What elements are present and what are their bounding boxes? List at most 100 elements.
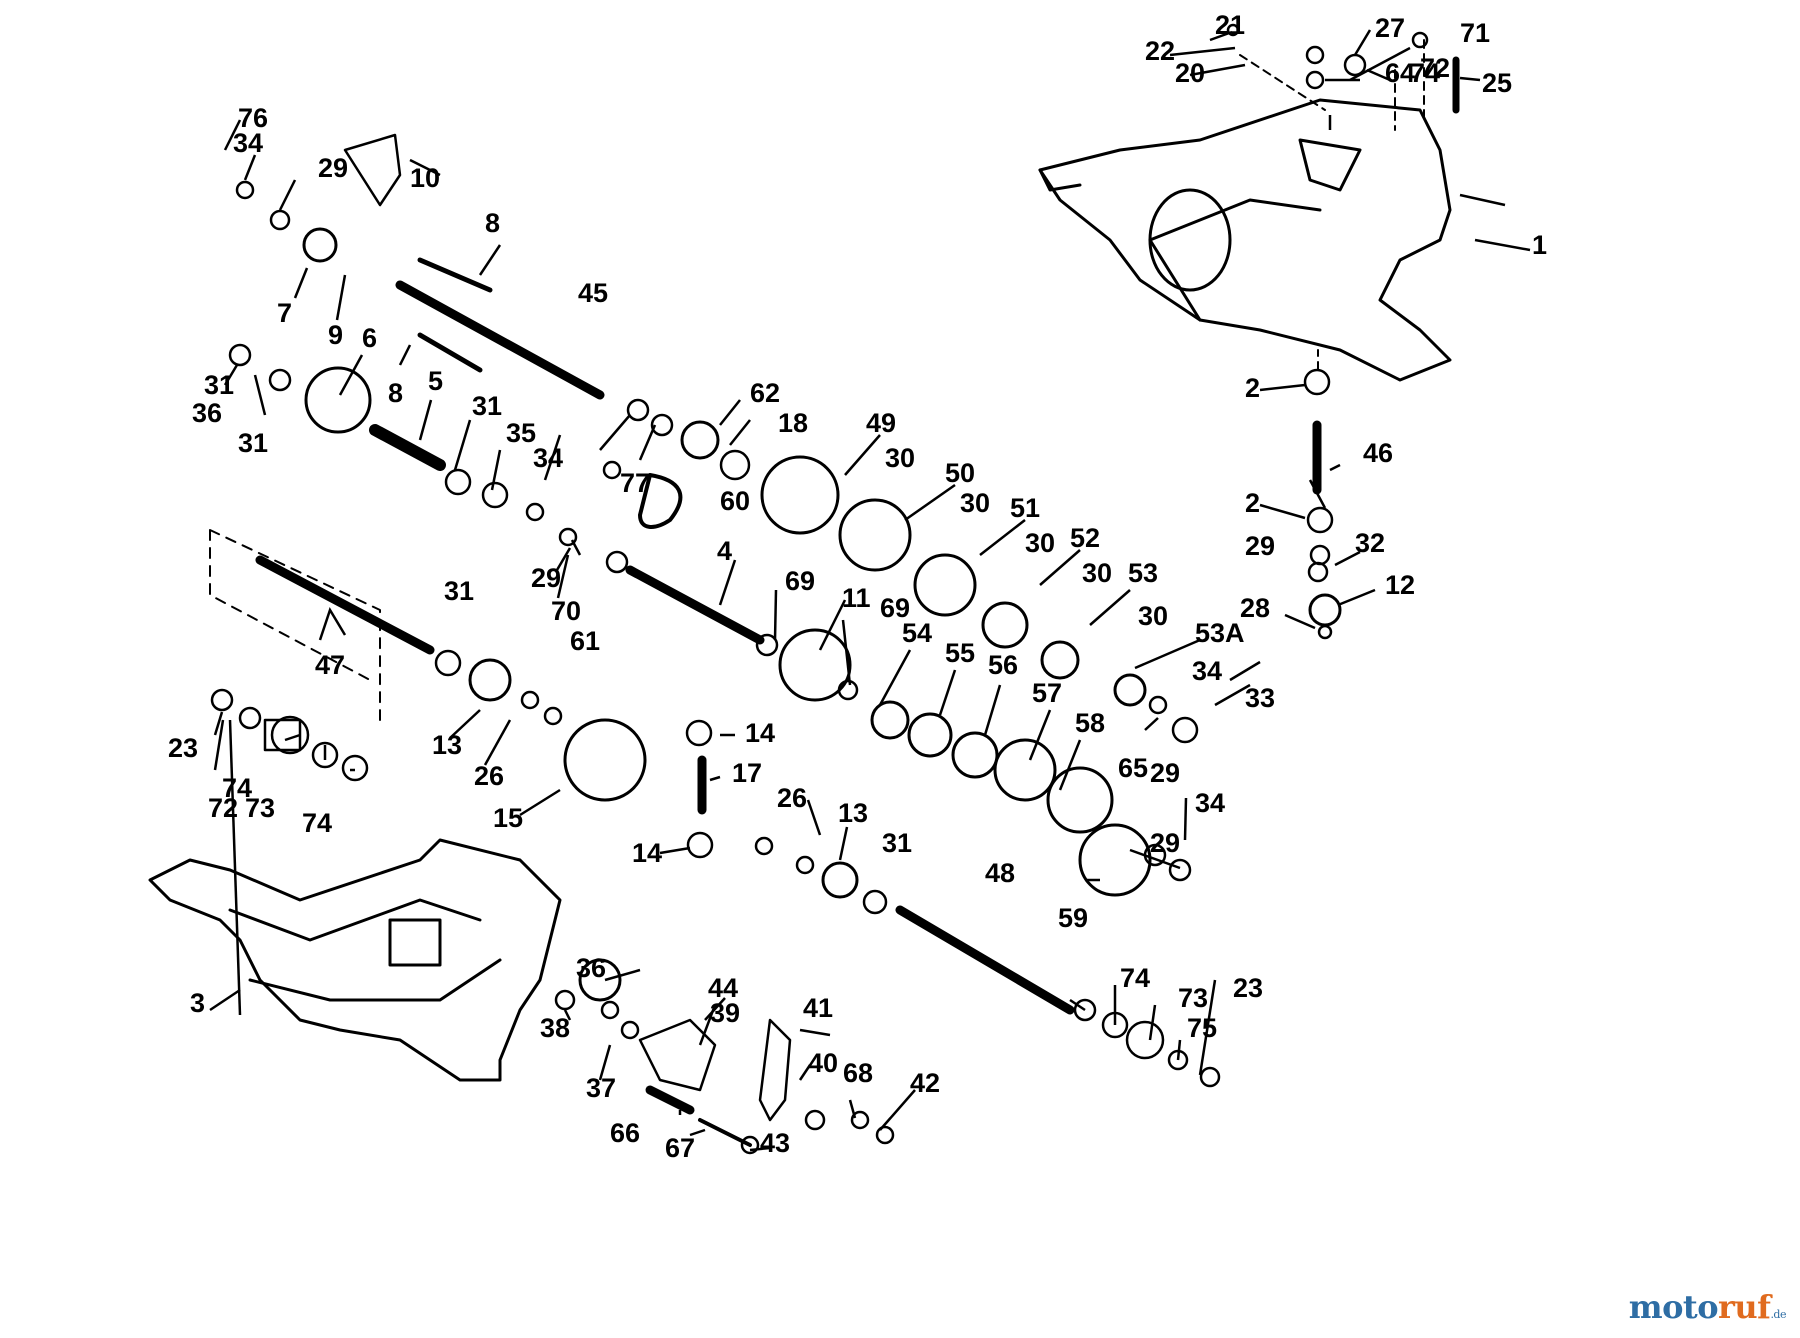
sector-10 (343, 133, 402, 207)
part-number-label: 31 (472, 391, 503, 421)
part-number-label: 26 (777, 783, 808, 813)
part-number-label: 64 (1385, 58, 1416, 88)
part-number-label: 54 (902, 618, 933, 648)
part-number-label: 20 (1175, 58, 1206, 88)
part-number-label: 21 (1215, 10, 1246, 40)
part-number-label: 62 (750, 378, 781, 408)
part-number-label: 73 (245, 793, 276, 823)
watermark-part3: .de (1770, 1308, 1786, 1321)
part-number-label: 29 (318, 153, 349, 183)
part-number-label: 34 (533, 443, 564, 473)
part-number-label: 30 (1025, 528, 1056, 558)
part-number-label: 4 (717, 536, 733, 566)
part-number-label: 59 (1058, 903, 1089, 933)
bracket-39 (638, 1018, 717, 1092)
part-number-label: 43 (760, 1128, 791, 1158)
part-number-label: 42 (910, 1068, 941, 1098)
part-number-label: 34 (1195, 788, 1226, 818)
part-number-label: 53A (1195, 618, 1245, 648)
lower-housing (148, 838, 562, 1082)
part-number-label: 44 (708, 973, 739, 1003)
part-number-label: 46 (1363, 438, 1394, 468)
part-number-label: 26 (474, 761, 505, 791)
part-number-label: 74 (1410, 58, 1441, 88)
part-number-label: 76 (238, 103, 269, 133)
part-number-label: 30 (885, 443, 916, 473)
part-number-label: 10 (410, 163, 441, 193)
part-number-label: 28 (1240, 593, 1271, 623)
part-number-label: 3 (190, 988, 206, 1018)
part-number-label: 22 (1145, 36, 1176, 66)
part-number-label: 45 (578, 278, 609, 308)
part-number-label: 73 (1178, 983, 1209, 1013)
part-number-label: 69 (785, 566, 816, 596)
part-number-label: 12 (1385, 570, 1416, 600)
part-number-label: 34 (1192, 656, 1223, 686)
part-number-label: 7 (277, 298, 293, 328)
chain-60 (638, 473, 683, 529)
part-number-label: 65 (1118, 753, 1149, 783)
part-number-label: 58 (1075, 708, 1106, 738)
leader-lines (209, 29, 1531, 1152)
shaft-4 (625, 565, 765, 645)
bearing-72 (263, 718, 302, 752)
key-8a (417, 257, 493, 293)
part-number-label: 68 (843, 1058, 874, 1088)
part-number-label: 17 (732, 758, 763, 788)
part-number-label: 67 (665, 1133, 696, 1163)
part-number-label: 30 (1138, 601, 1169, 631)
part-number-label: 69 (880, 593, 911, 623)
part-number-label: 13 (432, 730, 463, 760)
part-number-label: 1 (1532, 230, 1548, 260)
part-number-label: 8 (388, 378, 404, 408)
part-number-label: 5 (428, 366, 444, 396)
shaft-47 (255, 555, 435, 655)
part-number-label: 31 (204, 370, 235, 400)
plate-41 (758, 1018, 792, 1122)
part-number-label: 72 (208, 793, 239, 823)
part-number-label: 53 (1128, 558, 1159, 588)
part-number-label: 55 (945, 638, 976, 668)
part-number-label: 32 (1355, 528, 1386, 558)
part-number-label: 77 (620, 468, 651, 498)
gears (302, 227, 1342, 1002)
part-number-label: 8 (485, 208, 501, 238)
part-number-label: 30 (960, 488, 991, 518)
upper-housing (1038, 98, 1452, 382)
part-number-label: 38 (540, 1013, 571, 1043)
part-number-label: 56 (988, 650, 1019, 680)
part-number-label: 14 (632, 838, 663, 868)
key-8b (417, 332, 483, 373)
part-number-label: 40 (808, 1048, 839, 1078)
part-number-label: 15 (493, 803, 524, 833)
shaft-5 (369, 424, 446, 471)
part-number-label: 61 (570, 626, 601, 656)
pin-67 (698, 1118, 752, 1147)
part-number-label: 60 (720, 486, 751, 516)
part-number-label: 74 (1120, 963, 1151, 993)
shaft-48 (895, 905, 1075, 1015)
part-number-label: 13 (838, 798, 869, 828)
part-number-label: 70 (551, 596, 582, 626)
part-number-label: 37 (586, 1073, 617, 1103)
part-number-label: 30 (1082, 558, 1113, 588)
part-number-label: 71 (1460, 18, 1491, 48)
part-number-label: 74 (222, 773, 253, 803)
part-number-label: 18 (778, 408, 809, 438)
part-number-label: 57 (1032, 678, 1063, 708)
part-number-label: 72 (1420, 53, 1451, 83)
motoruf-watermark: motoruf.de (1629, 1288, 1787, 1326)
part-number-label: 29 (531, 563, 562, 593)
part-number-label: 23 (168, 733, 199, 763)
part-number-label: 41 (803, 993, 834, 1023)
part-number-label: 2 (1245, 488, 1261, 518)
part-number-label: 47 (315, 650, 346, 680)
part-number-label: 75 (1187, 1013, 1218, 1043)
dashed-link (1239, 39, 1425, 371)
part-number-label: 6 (362, 323, 378, 353)
shaft-45 (395, 280, 605, 400)
part-number-label: 31 (238, 428, 269, 458)
part-number-label: 23 (1233, 973, 1264, 1003)
part-number-label: 35 (506, 418, 537, 448)
